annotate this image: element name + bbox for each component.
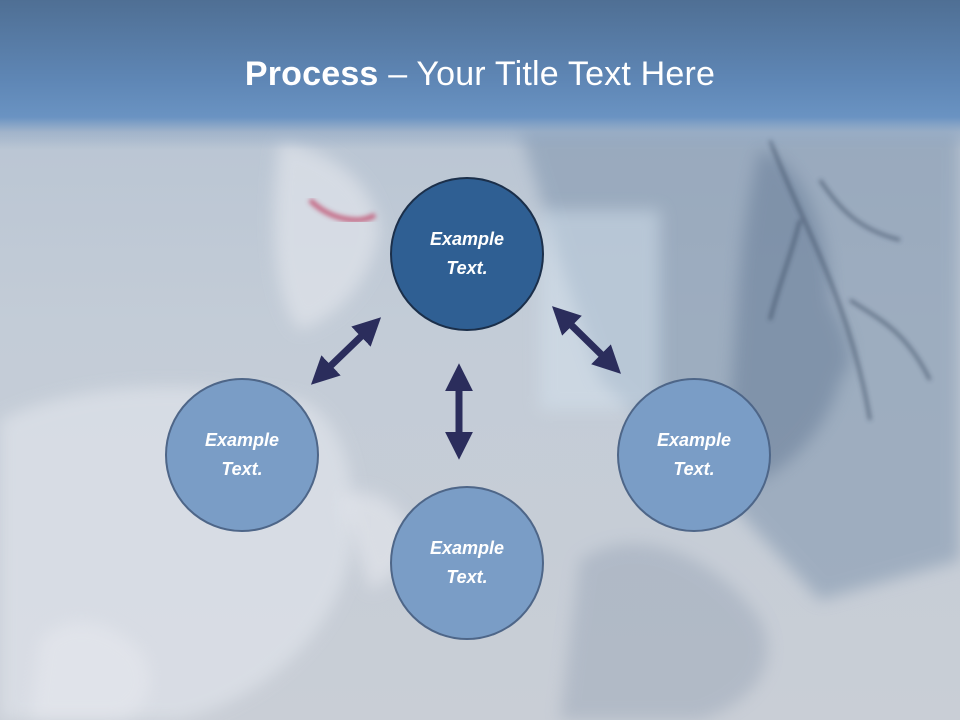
node-right: Example Text. — [617, 378, 771, 532]
node-top: Example Text. — [390, 177, 544, 331]
node-bottom: Example Text. — [390, 486, 544, 640]
title-bar — [0, 0, 960, 150]
title-bold: Process — [244, 55, 379, 93]
node-bottom-line1: Example — [429, 538, 505, 558]
node-right-line2: Text. — [673, 459, 715, 479]
arrow-top-right — [552, 306, 621, 374]
node-left: Example Text. — [165, 378, 319, 532]
node-left-line1: Example — [204, 430, 280, 450]
node-bottom-line2: Text. — [446, 567, 488, 587]
node-right-line1: Example — [656, 430, 732, 450]
node-top-line1: Example — [429, 229, 505, 249]
node-top-line2: Text. — [446, 258, 488, 278]
node-left-line2: Text. — [221, 459, 263, 479]
arrow-top-left — [310, 317, 382, 385]
slide-title: Process – Your Title Text Here — [0, 52, 960, 96]
title-rest: – Your Title Text Here — [378, 55, 716, 93]
